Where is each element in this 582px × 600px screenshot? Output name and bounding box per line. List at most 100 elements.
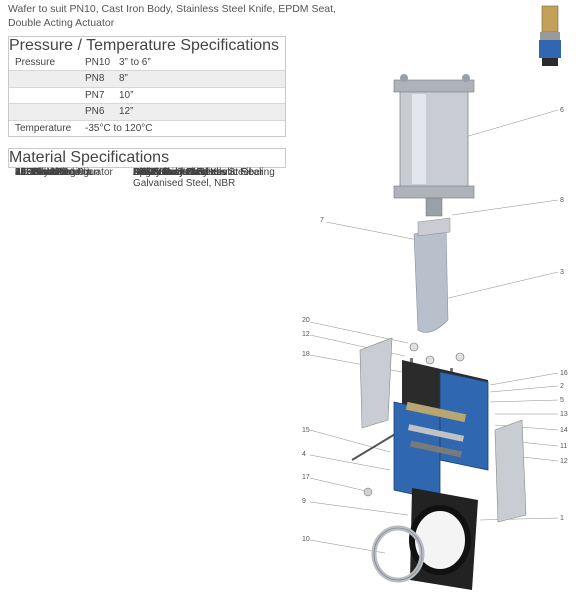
part-material: Stainless Steel bbox=[133, 167, 199, 178]
pressure-table-title: Pressure / Temperature Specifications bbox=[9, 37, 280, 54]
callout-8: 8 bbox=[560, 197, 564, 204]
pn-rating: PN10 bbox=[85, 57, 111, 68]
pn-rating: PN6 bbox=[85, 106, 105, 118]
callout-15: 15 bbox=[302, 427, 310, 434]
part-name: 8. Hex Nut bbox=[15, 167, 63, 178]
part-name: 7. Screw bbox=[15, 167, 54, 178]
size-range: 8” bbox=[119, 73, 128, 85]
callout-12b: 12 bbox=[560, 458, 568, 465]
part-name: 14. Side Protection bbox=[15, 167, 100, 178]
material-text: EPDM bbox=[133, 167, 162, 178]
callout-7: 7 bbox=[320, 217, 324, 224]
part-name: 1. Body bbox=[15, 167, 49, 178]
part-material: Galvanised Steel bbox=[133, 167, 209, 178]
callout-20: 20 bbox=[302, 317, 310, 324]
pressure-label: Pressure bbox=[15, 57, 56, 68]
material-specifications-table: Material Specifications 1. Body GG25 Grey… bbox=[8, 148, 286, 189]
material-text: EPDM bbox=[133, 167, 162, 178]
callout-6: 6 bbox=[560, 107, 564, 114]
part-name: 20. Hex Nut bbox=[15, 167, 68, 178]
part-name: 3. Knife bbox=[15, 167, 49, 178]
callout-16: 16 bbox=[560, 370, 568, 377]
part-name: 17. Screw bbox=[15, 167, 60, 178]
valve-thumbnail bbox=[539, 5, 561, 66]
pressure-row: PN6 12” bbox=[9, 104, 285, 121]
part-material: Galvanised Steel bbox=[133, 167, 209, 178]
callout-1: 1 bbox=[560, 515, 564, 522]
callout-labels: 6 8 7 3 20 12 18 16 2 5 13 14 11 12 15 4… bbox=[302, 107, 568, 543]
part-name: 9. Seat bbox=[15, 167, 47, 178]
size-range: 10” bbox=[119, 89, 134, 101]
part-material: GG25 Grey Cast Iron bbox=[133, 167, 227, 178]
part-material: Galvanised Steel bbox=[133, 167, 209, 178]
description-line-2: Double Acting Actuator bbox=[8, 17, 115, 29]
part-material: Epoxy Coated Steel bbox=[133, 167, 221, 178]
part-material: EPDM bbox=[133, 167, 162, 178]
valve-body-assembly bbox=[393, 360, 489, 501]
knife-blade bbox=[413, 217, 451, 333]
temperature-row: Temperature -35°C to 120°C bbox=[9, 121, 285, 136]
material-table-title: Material Specifications bbox=[9, 149, 170, 166]
material-text: Galvanised Steel bbox=[133, 167, 209, 178]
material-text: Stainless Steel bbox=[133, 167, 200, 178]
pn-rating: PN8 bbox=[85, 73, 105, 85]
callout-4: 4 bbox=[302, 451, 306, 458]
part-name: 16. Hex Nut bbox=[15, 167, 68, 178]
part-material: Galvanised Steel bbox=[133, 167, 209, 178]
callout-18: 18 bbox=[302, 351, 310, 358]
callout-9: 9 bbox=[302, 498, 306, 505]
part-name: 13. Gland bbox=[15, 167, 59, 178]
part-name: 2. Gland bbox=[15, 167, 53, 178]
exploded-valve-drawing: 6 8 7 3 20 12 18 16 2 5 13 14 11 12 15 4… bbox=[302, 5, 568, 590]
product-description: Wafer to suit PN10, Cast Iron Body, Stai… bbox=[8, 2, 348, 30]
pressure-row: Pressure PN10 3” to 6” bbox=[9, 55, 285, 72]
material-text: Galvanised Steel bbox=[133, 167, 209, 178]
part-name: 11. Gland bbox=[15, 167, 58, 178]
material-text: Aluminium, Stainless Steel bbox=[133, 167, 252, 178]
callout-10: 10 bbox=[302, 536, 310, 543]
part-material: PTFE Coated Synthetic Fiber bbox=[133, 167, 263, 178]
callout-5: 5 bbox=[560, 397, 564, 404]
material-text: Galvanised Steel bbox=[133, 167, 209, 178]
temperature-label: Temperature bbox=[15, 122, 72, 134]
temperature-range: -35°C to 120°C bbox=[85, 122, 153, 134]
part-material: Edge Reinforced Kevlar Sealing bbox=[133, 167, 275, 178]
callout-13: 13 bbox=[560, 411, 568, 418]
part-name: 12. Gland O-ring bbox=[15, 167, 89, 178]
part-name: 19. Washer bbox=[15, 167, 66, 178]
part-material: Galvanised Steel bbox=[133, 167, 209, 178]
material-text: Galvanised Steel bbox=[133, 167, 209, 178]
material-text: GG25 Grey Cast Iron bbox=[133, 167, 228, 178]
callout-11: 11 bbox=[560, 443, 567, 450]
part-name: 18. Threaded Pin bbox=[15, 167, 92, 178]
material-text: 304 Stainless Steel bbox=[133, 167, 219, 178]
callout-2: 2 bbox=[560, 383, 564, 390]
pressure-row: PN7 10” bbox=[9, 88, 285, 105]
callout-14: 14 bbox=[560, 427, 568, 434]
part-name: 4/5. Side Plate bbox=[15, 167, 81, 178]
material-text: GG25 Grey Cast Iron bbox=[133, 167, 228, 178]
side-protection-left bbox=[359, 337, 393, 429]
part-material: Galvanised Steel bbox=[133, 167, 209, 178]
part-material: EPDM bbox=[133, 167, 162, 178]
part-name: 15. Screw bbox=[15, 167, 60, 178]
callout-3: 3 bbox=[560, 269, 564, 276]
seat-ring bbox=[371, 525, 425, 583]
pressure-temperature-table: Pressure / Temperature Specifications Pr… bbox=[8, 36, 286, 137]
pressure-row: PN8 8” bbox=[9, 71, 285, 88]
material-text-2: Galvanised Steel, NBR bbox=[133, 178, 236, 189]
description-line-1: Wafer to suit PN10, Cast Iron Body, Stai… bbox=[8, 3, 336, 15]
material-text: Galvanised Steel bbox=[133, 167, 209, 178]
pn-rating: PN7 bbox=[85, 89, 105, 101]
material-text: Epoxy Coated Steel bbox=[133, 167, 222, 178]
part-material: GG25 Grey Cast Iron bbox=[133, 167, 227, 178]
material-text: PTFE Coated Synthetic Fiber bbox=[133, 167, 264, 178]
material-text: Edge Reinforced Kevlar Sealing bbox=[133, 167, 275, 178]
part-name: 10. Seat Ring bbox=[15, 167, 76, 178]
side-protection-right bbox=[494, 419, 527, 523]
callout-17: 17 bbox=[302, 474, 310, 481]
material-text: 304 Stainless Steel bbox=[133, 167, 219, 178]
material-text: Galvanised Steel bbox=[133, 167, 209, 178]
part-material: 304 Stainless Steel bbox=[133, 167, 219, 178]
